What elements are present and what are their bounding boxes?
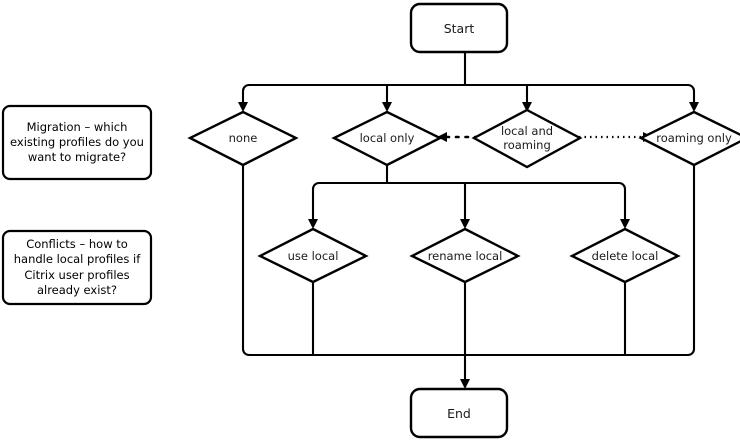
connector-mid-bus-corner-right bbox=[618, 181, 627, 190]
arrowhead-local-and-roaming bbox=[522, 102, 532, 112]
connector-bottom-bus-corner-right bbox=[687, 348, 696, 357]
node-delete-local[interactable] bbox=[569, 227, 681, 284]
arrowhead-local-only bbox=[382, 102, 392, 112]
connector-top-bus-corner-right bbox=[687, 83, 696, 92]
arrowhead-end bbox=[460, 379, 470, 389]
node-local-only[interactable] bbox=[331, 110, 443, 167]
node-end[interactable] bbox=[409, 387, 509, 439]
connector-top-bus-corner-left bbox=[241, 83, 250, 92]
node-roaming-only[interactable] bbox=[638, 110, 740, 167]
connector-mid-bus-corner-left bbox=[311, 181, 320, 190]
node-use-local[interactable] bbox=[257, 227, 369, 284]
note-migration-label: Migration – which existing profiles do y… bbox=[10, 119, 144, 165]
arrowhead-local-and-roaming-to-local-only bbox=[437, 132, 447, 142]
connector-bottom-bus-corner-left bbox=[241, 348, 250, 357]
node-start[interactable] bbox=[409, 2, 509, 54]
arrowhead-delete-local bbox=[620, 219, 630, 229]
note-conflicts[interactable] bbox=[1, 229, 153, 306]
arrowhead-none bbox=[238, 102, 248, 112]
arrowhead-rename-local bbox=[460, 219, 470, 229]
note-migration[interactable] bbox=[1, 104, 153, 181]
node-local-and-roaming[interactable] bbox=[471, 108, 583, 169]
arrowhead-use-local bbox=[308, 219, 318, 229]
node-none[interactable] bbox=[187, 110, 299, 167]
arrowhead-roaming-only bbox=[689, 102, 699, 112]
node-rename-local[interactable] bbox=[409, 227, 521, 284]
note-conflicts-label: Conflicts – how to handle local profiles… bbox=[13, 237, 141, 297]
